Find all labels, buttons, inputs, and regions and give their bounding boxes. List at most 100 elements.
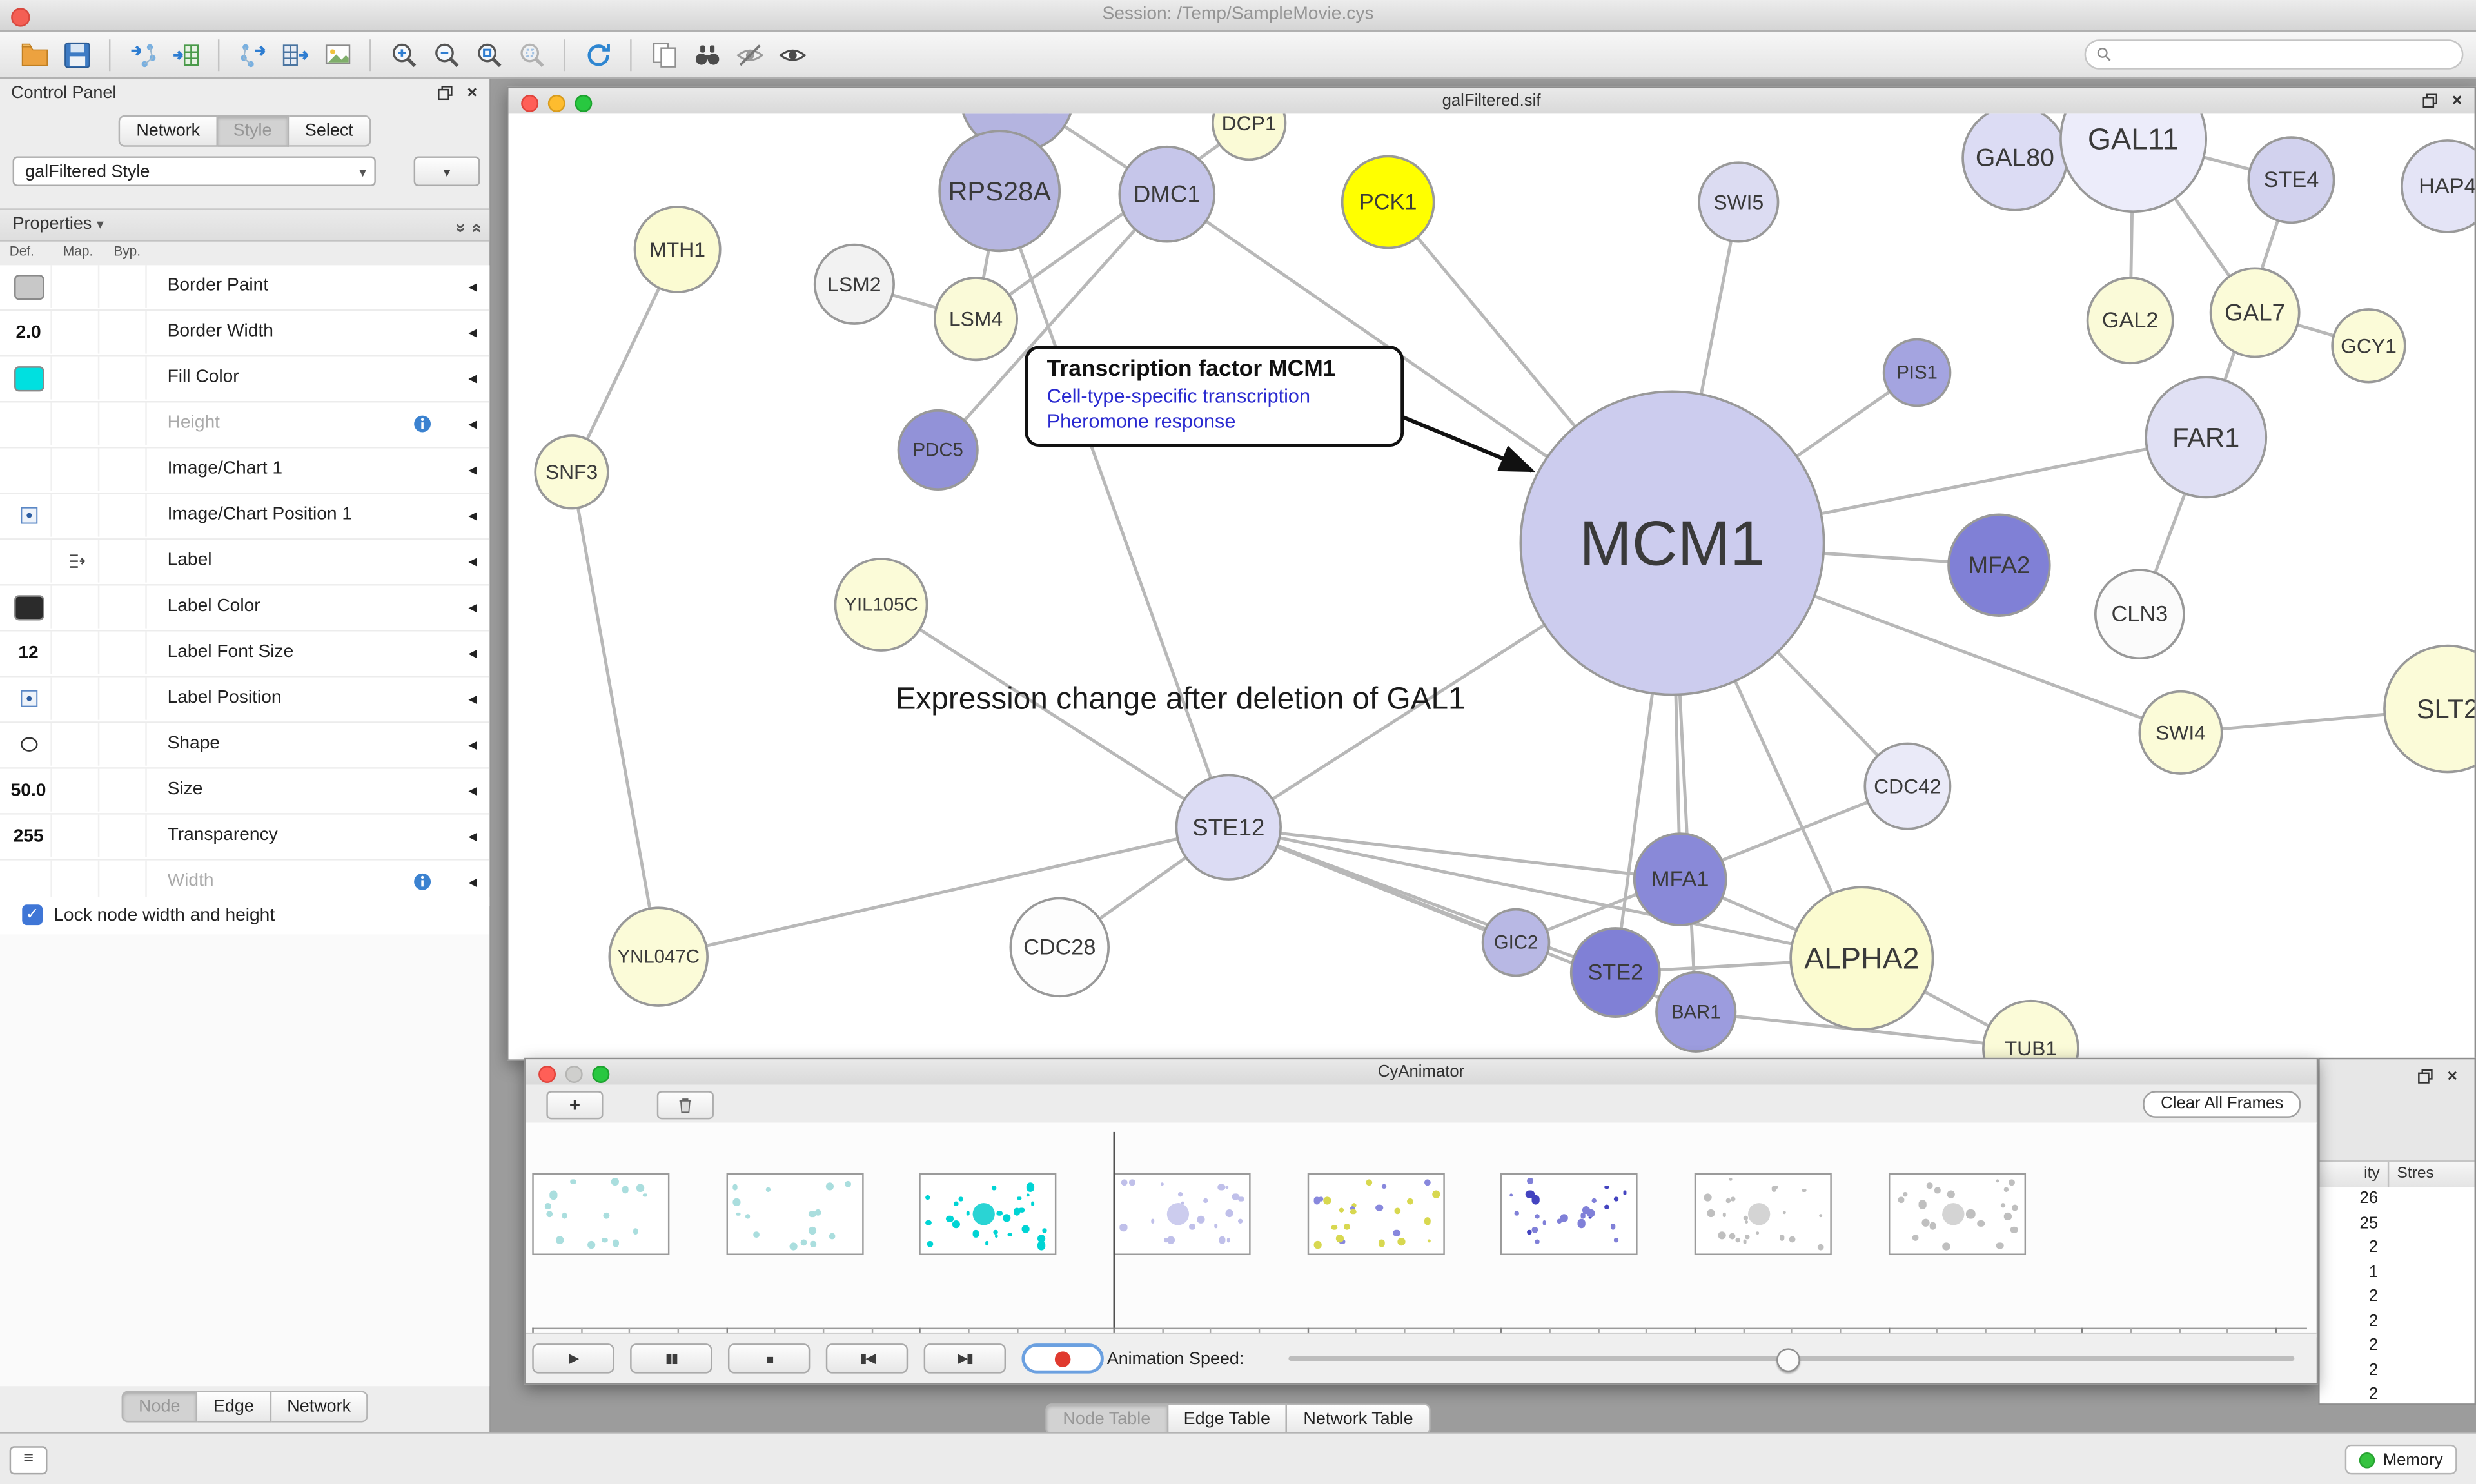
frame-thumbnail-3[interactable] (1113, 1173, 1251, 1255)
zoom-fit-icon[interactable] (467, 35, 510, 73)
expand-all-icon[interactable]: » (466, 223, 486, 233)
tab-edge-table[interactable]: Edge Table (1168, 1403, 1288, 1436)
bypass-cell[interactable] (101, 265, 147, 308)
property-row[interactable]: Fill Color◀ (0, 356, 490, 403)
mapping-cell[interactable] (54, 814, 100, 857)
expand-row-icon[interactable]: ◀ (468, 511, 477, 523)
bypass-cell[interactable] (101, 723, 147, 766)
expand-row-icon[interactable]: ◀ (468, 328, 477, 340)
tab-network[interactable]: Network (119, 115, 218, 147)
frames-timeline[interactable]: Seconds 0123456789 (526, 1122, 2317, 1338)
mapping-cell[interactable] (54, 585, 100, 629)
mapping-icon[interactable] (54, 540, 100, 583)
property-row[interactable]: Label Color◀ (0, 585, 490, 632)
frame-thumbnail-6[interactable] (1694, 1173, 1832, 1255)
import-table-icon[interactable] (164, 35, 207, 73)
zoom-out-icon[interactable] (425, 35, 467, 73)
default-value-cell[interactable] (6, 585, 52, 629)
minimize-icon[interactable] (547, 94, 565, 112)
properties-header[interactable]: Properties ▾ » » (0, 208, 490, 242)
default-value-cell[interactable]: 2.0 (6, 311, 52, 354)
network-node-gic2[interactable] (1481, 908, 1551, 977)
bypass-cell[interactable] (101, 494, 147, 537)
search-input[interactable] (2119, 43, 2453, 66)
expand-row-icon[interactable]: ◀ (468, 557, 477, 569)
bypass-cell[interactable] (101, 768, 147, 812)
mapping-cell[interactable] (54, 448, 100, 491)
network-edge[interactable] (975, 122, 1250, 320)
frame-thumbnail-7[interactable] (1888, 1173, 2026, 1255)
panel-tab-node[interactable]: Node (121, 1391, 198, 1423)
network-node-pck1[interactable] (1341, 155, 1435, 249)
annotation-box[interactable]: Transcription factor MCM1 Cell-type-spec… (1025, 346, 1404, 447)
expand-row-icon[interactable]: ◀ (468, 740, 477, 752)
bypass-cell[interactable] (101, 311, 147, 354)
column-header-Stres[interactable]: Stres (2397, 1165, 2434, 1183)
copy-icon[interactable] (643, 35, 685, 73)
table-row[interactable]: 1 (2320, 1261, 2475, 1285)
mapping-cell[interactable] (54, 356, 100, 400)
find-icon[interactable] (685, 35, 728, 73)
expand-row-icon[interactable]: ◀ (468, 465, 477, 477)
default-value-cell[interactable] (6, 265, 52, 308)
network-node-ste12[interactable] (1175, 774, 1282, 881)
network-node-lsm2[interactable] (813, 243, 895, 325)
mapping-cell[interactable] (54, 402, 100, 445)
bypass-cell[interactable] (101, 631, 147, 674)
panel-tab-edge[interactable]: Edge (197, 1391, 271, 1423)
minimize-icon[interactable] (565, 1066, 583, 1084)
table-row[interactable]: 2 (2320, 1236, 2475, 1261)
record-button[interactable] (1021, 1343, 1104, 1374)
property-row[interactable]: Image/Chart 1◀ (0, 448, 490, 494)
expand-row-icon[interactable]: ◀ (468, 877, 477, 889)
network-node-snf3[interactable] (534, 434, 609, 510)
default-value-cell[interactable]: 50.0 (6, 768, 52, 812)
frame-thumbnail-0[interactable] (532, 1173, 670, 1255)
network-node-mfa2[interactable] (1947, 513, 2051, 617)
close-window-button[interactable] (11, 7, 30, 26)
property-row[interactable]: Label Position◀ (0, 677, 490, 723)
property-row[interactable]: Image/Chart Position 1◀ (0, 494, 490, 540)
cyanimator-titlebar[interactable]: CyAnimator (526, 1059, 2317, 1086)
network-node-dmc1[interactable] (1118, 145, 1216, 243)
float-panel-icon[interactable] (436, 84, 455, 103)
bypass-cell[interactable] (101, 356, 147, 400)
timeline-playhead[interactable] (1113, 1131, 1115, 1328)
bypass-cell[interactable] (101, 540, 147, 583)
table-row[interactable]: 2 (2320, 1383, 2475, 1403)
network-node-gcy1[interactable] (2331, 308, 2406, 384)
close-view-icon[interactable]: × (2451, 92, 2462, 111)
style-selector[interactable]: galFiltered Style ▾ (12, 156, 376, 186)
animation-speed-slider[interactable] (1288, 1347, 2295, 1371)
network-edge[interactable] (936, 193, 1168, 451)
expand-row-icon[interactable]: ◀ (468, 374, 477, 386)
network-edge[interactable] (570, 471, 660, 957)
import-network-icon[interactable] (122, 35, 164, 73)
style-options-button[interactable]: ▾ (413, 156, 480, 186)
add-frame-button[interactable]: + (546, 1091, 604, 1120)
close-panel-icon[interactable]: × (467, 83, 478, 103)
network-node-pis1[interactable] (1882, 338, 1952, 407)
bypass-cell[interactable] (101, 677, 147, 720)
mapping-cell[interactable] (54, 311, 100, 354)
lock-size-checkbox[interactable]: ✓ (22, 904, 43, 926)
clear-all-frames-button[interactable]: Clear All Frames (2143, 1091, 2301, 1118)
export-image-icon[interactable] (316, 35, 359, 73)
expand-row-icon[interactable]: ◀ (468, 420, 477, 431)
show-all-icon[interactable] (771, 35, 813, 73)
export-network-icon[interactable] (231, 35, 273, 73)
tab-style[interactable]: Style (217, 115, 290, 147)
property-row[interactable]: Border Paint◀ (0, 265, 490, 311)
hide-selected-icon[interactable] (728, 35, 771, 73)
network-node-tub1[interactable] (1982, 999, 2079, 1060)
info-icon[interactable] (412, 872, 433, 892)
tab-network-table[interactable]: Network Table (1287, 1403, 1431, 1436)
default-value-cell[interactable] (6, 860, 52, 903)
slider-thumb[interactable] (1776, 1347, 1800, 1371)
network-node-alpha2[interactable] (1789, 886, 1934, 1031)
table-row[interactable]: 2 (2320, 1334, 2475, 1358)
table-row[interactable]: 2 (2320, 1285, 2475, 1309)
refresh-icon[interactable] (576, 35, 619, 73)
